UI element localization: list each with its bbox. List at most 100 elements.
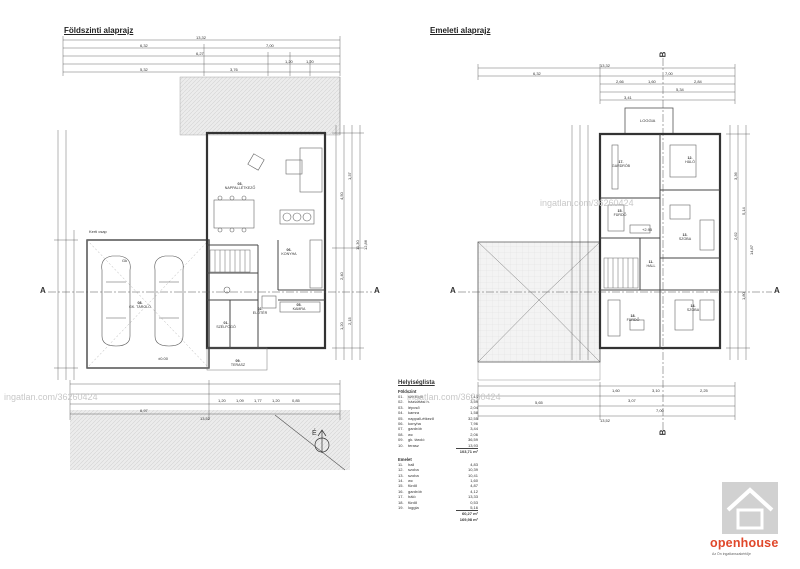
uf-room-name: SZOBA (686, 308, 700, 312)
room-list-name: konyha (408, 420, 421, 426)
gf-dim-right-3: 11,30 (355, 240, 360, 250)
north-arrow-icon (314, 429, 330, 453)
uf-dim-top-4: 1,60 (648, 79, 656, 84)
uf-dim-right-1: 2,62 (733, 232, 738, 240)
uf-room-name: HALL (646, 264, 656, 268)
gf-room-name: SZÉLFOGÓ (216, 325, 236, 329)
room-list-number: 02. (398, 399, 404, 405)
room-list-name: fürdő (408, 483, 418, 489)
room-list-name: kamra (408, 410, 420, 416)
gf-dim-bottom-3: 1,09 (236, 398, 244, 403)
room-list-name: gk. tároló (408, 437, 425, 443)
room-list-area: 3,59 (470, 399, 478, 405)
room-list-area: 0,53 (470, 499, 478, 505)
room-list-number: 19. (398, 505, 404, 511)
section-b-top: B (658, 51, 668, 58)
room-list-name: nappali-étkező (408, 415, 435, 421)
uf-room-label: 12.HÁLÓ (672, 156, 708, 164)
room-list-area: 7,96 (470, 420, 478, 426)
uf-dim-top-6: 5,34 (676, 87, 684, 92)
room-list-area: 13,93 (467, 442, 478, 448)
gf-staircase (209, 249, 251, 273)
gf-dim-top-5: 1,20 (306, 59, 314, 64)
room-list-number: 13. (398, 472, 404, 478)
room-list-name: szoba (408, 467, 419, 473)
uf-room-label: 14.SZOBA (675, 304, 711, 312)
room-list-area: 10,39 (467, 467, 478, 473)
uf-room-label: 15.FÜRDŐ (602, 209, 638, 217)
room-list-area: 10,41 (467, 472, 478, 478)
gf-dim-bottom-1: 6,97 (140, 408, 148, 413)
openhouse-logo (722, 482, 778, 534)
uf-room-number: 14. (690, 304, 696, 308)
room-list-ground-total: 103,71 m² (456, 447, 478, 455)
uf-room-number: 18. (630, 314, 636, 318)
gf-room-label: 02.ELŐTÉR (242, 307, 278, 315)
room-list-grand-total: 169,98 m² (459, 517, 478, 523)
uf-room-name: SZOBA (678, 237, 692, 241)
room-list-name: terasz (408, 442, 419, 448)
gf-room-label: 03.NAPPALI-ÉTKEZŐ (222, 182, 258, 190)
room-list-name: szélfogó (408, 394, 423, 399)
ground-floor-plan (48, 36, 372, 471)
uf-room-number: 11. (648, 260, 654, 264)
gf-paved-area-bottom (70, 410, 350, 470)
gf-room-label: 01.SZÉLFOGÓ (208, 321, 244, 329)
room-list-name: hall (408, 461, 415, 467)
room-list-area: 2,04 (470, 404, 478, 410)
room-list-area: 3,44 (470, 426, 478, 432)
gf-dim-bottom-4: 1,77 (254, 398, 262, 403)
gf-dim-right-4: 12,86 (363, 239, 368, 250)
uf-top-dimension-lines (477, 64, 736, 104)
uf-dim-bottom-6: 7,00 (656, 408, 664, 413)
room-list-area: 32,55 (467, 415, 478, 421)
room-list-number: 10. (398, 442, 404, 448)
gf-room-number: 01. (223, 321, 229, 325)
gf-room-number: 09. (235, 359, 241, 363)
room-list-area: 5,16 (470, 505, 478, 511)
room-list-row: 13. szoba 10,41 (398, 473, 508, 478)
uf-room-number: 13. (682, 233, 688, 237)
room-list-upper-header: Emelet (398, 456, 412, 462)
room-list-area: 2,06 (470, 431, 478, 437)
gf-room-number: 06. (286, 248, 292, 252)
gf-dim-right-2: 1,20 (339, 322, 344, 330)
room-list-name: loggia (408, 505, 419, 511)
gf-room-number: 08. (137, 301, 143, 305)
gf-north-label: É (312, 430, 317, 437)
uf-dim-right-4: 14,87 (749, 244, 754, 255)
room-list-name: gardrób (408, 488, 422, 494)
room-list-area: 36,59 (467, 437, 478, 443)
gf-room-name: ELŐTÉR (252, 311, 268, 315)
gf-kerti-label: Kerti csap (89, 229, 107, 234)
gf-room-label: 06.KONYHA (271, 248, 307, 256)
room-list-name: szoba (408, 472, 419, 478)
gf-dim-right-6: 2,15 (347, 317, 352, 325)
room-list-number: 04. (398, 410, 404, 416)
gf-room-name: TERASZ (230, 363, 246, 367)
gf-dim-right-0: 4,50 (339, 192, 344, 200)
uf-bottom-dimension-lines (477, 382, 736, 420)
gf-dim-bottom-0: 13,52 (200, 416, 211, 421)
watermark-text: ingatlan.com/36260424 (4, 392, 98, 402)
uf-left-dimension-lines (571, 125, 589, 360)
section-a-right: A (374, 286, 380, 295)
gf-garage-symbol: Gk (122, 258, 128, 263)
room-list-name: háló (408, 494, 416, 500)
uf-dim-bottom-0: 13,52 (600, 418, 611, 423)
uf-staircase (603, 257, 639, 289)
room-list-number: 14. (398, 478, 404, 484)
uf-dim-right-3: 1,80 (741, 292, 746, 300)
room-list-number: 09. (398, 437, 404, 443)
uf-room-number: 15. (617, 209, 623, 213)
gf-dim-top-4: 1,20 (285, 59, 293, 64)
uf-room-number: 17. (618, 160, 624, 164)
gf-room-name: KONYHA (281, 252, 297, 256)
uf-room-name: GARDRÓB (611, 164, 631, 168)
